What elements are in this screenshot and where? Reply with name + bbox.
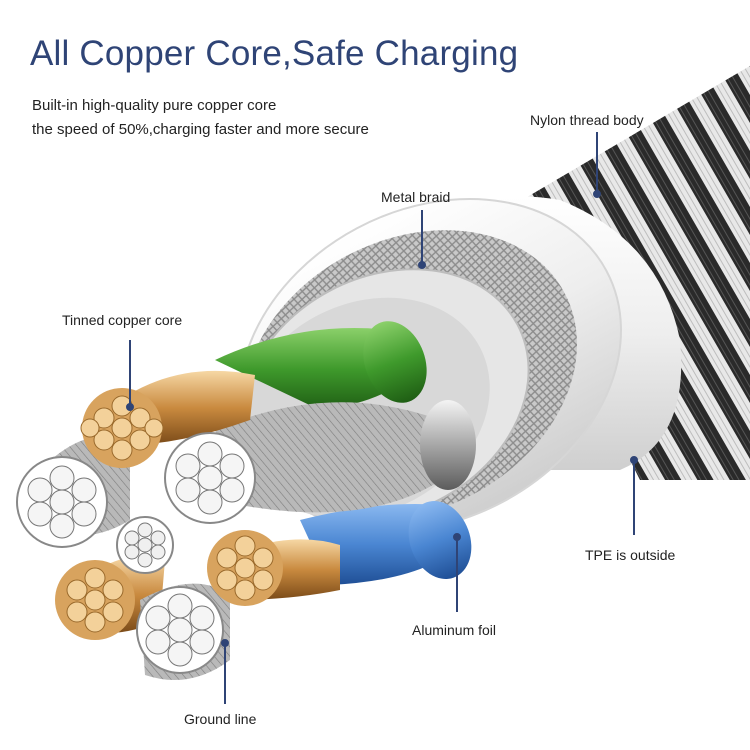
green-conductor <box>215 321 427 410</box>
callout-nylon-thread-body: Nylon thread body <box>530 112 644 128</box>
page-title: All Copper Core,Safe Charging <box>30 34 519 73</box>
callout-tinned-copper-core: Tinned copper core <box>62 312 183 328</box>
silver-core-end-bottom <box>136 586 224 674</box>
grey-stranded-conductor <box>215 400 476 513</box>
callout-ground-line: Ground line <box>184 711 257 727</box>
subtitle-line-2: the speed of 50%,charging faster and mor… <box>32 121 369 138</box>
copper-core-end-top <box>80 388 164 468</box>
silver-core-end-center <box>164 432 256 524</box>
silver-core-end-small <box>116 516 174 574</box>
callout-tpe-outside: TPE is outside <box>585 547 676 563</box>
callout-metal-braid: Metal braid <box>381 189 451 205</box>
silver-core-end-left <box>16 456 108 548</box>
callout-aluminum-foil: Aluminum foil <box>412 622 497 638</box>
blue-conductor <box>300 501 472 585</box>
subtitle-line-1: Built-in high-quality pure copper core <box>32 97 277 114</box>
copper-core-end-bottom-left <box>55 560 135 640</box>
copper-core-end-center-bottom <box>207 530 283 606</box>
leader-lines <box>126 132 638 704</box>
